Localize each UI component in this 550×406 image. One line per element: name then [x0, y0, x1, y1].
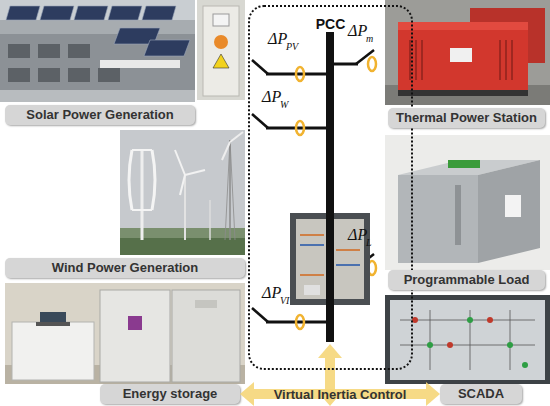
control-arrow: [240, 382, 440, 406]
caption-box: SCADA: [440, 384, 522, 404]
power-symbol: ΔP: [262, 284, 281, 302]
power-subscript: VI: [280, 295, 289, 306]
node-text: Programmable Load: [404, 273, 530, 287]
power-symbol: ΔP: [268, 30, 287, 48]
current-sensor: [296, 57, 376, 329]
caption-box: Solar Power Generation: [5, 105, 195, 125]
pcc-boundary: PCC: [248, 5, 413, 370]
load-photo: [385, 135, 550, 270]
wind-photo: [120, 130, 245, 255]
power-subscript: W: [280, 99, 288, 110]
storage-photo: [5, 283, 245, 384]
node-text: SCADA: [458, 387, 504, 401]
node-text: Solar Power Generation: [26, 108, 173, 122]
caption-box: Thermal Power Station: [388, 108, 545, 128]
switchboard-photo: [290, 213, 370, 305]
thermal-photo: [385, 0, 550, 105]
bus-and-switches: [252, 32, 374, 342]
power-symbol: ΔP: [348, 22, 367, 40]
node-text: Wind Power Generation: [52, 261, 199, 275]
caption-box: Energy storage: [100, 384, 240, 404]
node-text: Energy storage: [123, 387, 218, 401]
power-subscript: PV: [286, 41, 298, 52]
power-subscript: m: [366, 33, 373, 44]
caption-box: Wind Power Generation: [5, 258, 245, 278]
caption-box: Programmable Load: [388, 270, 545, 290]
power-subscript: L: [366, 237, 372, 248]
power-symbol: ΔP: [348, 226, 367, 244]
node-text: Thermal Power Station: [396, 111, 537, 125]
solar-photo: [0, 0, 195, 102]
edge-label: Virtual Inertia Control: [274, 387, 407, 402]
power-symbol: ΔP: [262, 88, 281, 106]
scada-photo: [385, 295, 550, 384]
node-text: PCC: [316, 16, 346, 32]
inverter-cabinet-photo: [197, 0, 245, 100]
